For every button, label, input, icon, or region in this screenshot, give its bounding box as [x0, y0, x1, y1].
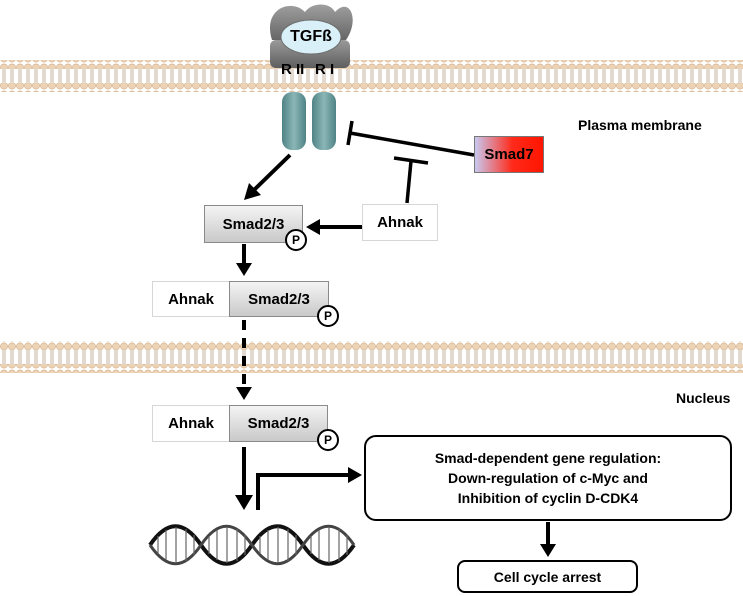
- smad23-complex-node: Smad2/3: [229, 281, 329, 317]
- receptor-i-label: R I: [315, 61, 335, 78]
- nucleus-label: Nucleus: [676, 390, 731, 406]
- arrow-ahnak-to-smad: [306, 219, 362, 235]
- phospho-badge-complex: P: [317, 305, 339, 327]
- ahnak-nuclear-node: Ahnak: [152, 405, 230, 442]
- arrow-smad-to-complex: [236, 244, 252, 276]
- arrow-complex-to-nucleus: [236, 320, 252, 400]
- ahnak-cytoplasm-node: Ahnak: [362, 204, 438, 241]
- plasma-membrane: [0, 60, 743, 92]
- nuclear-membrane: [0, 341, 743, 373]
- gene-regulation-box: Smad-dependent gene regulation: Down-reg…: [364, 435, 732, 521]
- ahnak-complex-node: Ahnak: [152, 281, 230, 317]
- gene-regulation-line2: Down-regulation of c-Myc and: [448, 470, 648, 486]
- gene-regulation-line3: Inhibition of cyclin D-CDK4: [457, 490, 639, 506]
- phospho-badge-nuclear: P: [317, 429, 339, 451]
- inhibition-ahnak-smad7: [393, 156, 429, 204]
- gene-regulation-line1: Smad-dependent gene regulation:: [434, 450, 662, 466]
- receptor-ii-label: R II: [281, 61, 305, 78]
- ligand-label: TGFß: [290, 28, 332, 45]
- inhibition-smad7-receptor: [346, 120, 475, 157]
- arrow-gene-regulation-to-arrest: [540, 522, 556, 557]
- plasma-membrane-label: Plasma membrane: [578, 117, 702, 133]
- tgfb-receptor-complex: [269, 4, 353, 150]
- cell-cycle-arrest-box: Cell cycle arrest: [457, 560, 638, 593]
- arrow-dna-to-gene-regulation: [256, 467, 362, 510]
- smad7-node: Smad7: [474, 136, 544, 173]
- smad23-nuclear-node: Smad2/3: [229, 405, 328, 442]
- phospho-badge-cytoplasm: P: [285, 229, 307, 251]
- arrow-receptor-to-smad: [244, 153, 292, 200]
- dna-helix: [148, 524, 356, 566]
- arrow-complex-to-dna: [235, 447, 253, 510]
